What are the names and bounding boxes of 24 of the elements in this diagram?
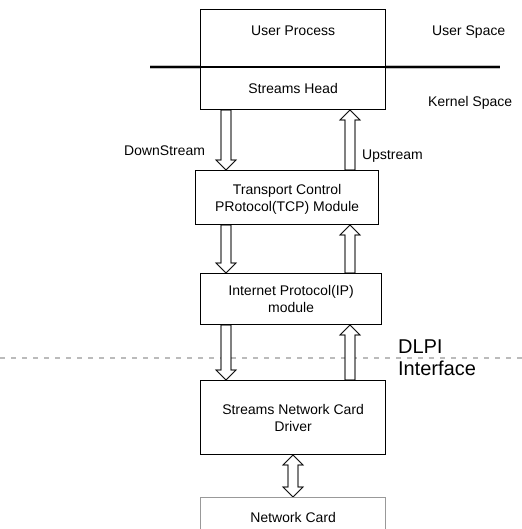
edge-label: Upstream [362, 146, 423, 162]
node-label: Streams Network Card Driver [221, 400, 365, 434]
region-label: Kernel Space [428, 93, 514, 109]
edge-label: DownStream [124, 142, 205, 158]
node-label: Transport Control PRotocol(TCP) Module [214, 180, 360, 214]
process-box [195, 170, 379, 225]
arrow [338, 324, 362, 380]
arrow [214, 324, 238, 381]
process-box [200, 497, 386, 529]
arrow [282, 454, 304, 498]
arrow [214, 110, 238, 171]
process-box [200, 273, 382, 325]
process-box [200, 9, 386, 67]
arrow [338, 109, 362, 170]
node-label: User Process [250, 22, 336, 39]
region-label: DLPI Interface [398, 336, 477, 380]
process-box [200, 67, 386, 110]
region-label: User Space [432, 22, 506, 38]
process-box [200, 380, 386, 455]
node-label: Network Card [249, 508, 337, 526]
arrow [338, 224, 362, 274]
node-label: Internet Protocol(IP) module [227, 282, 355, 316]
arrow [214, 224, 238, 274]
node-label: Streams Head [247, 80, 339, 97]
